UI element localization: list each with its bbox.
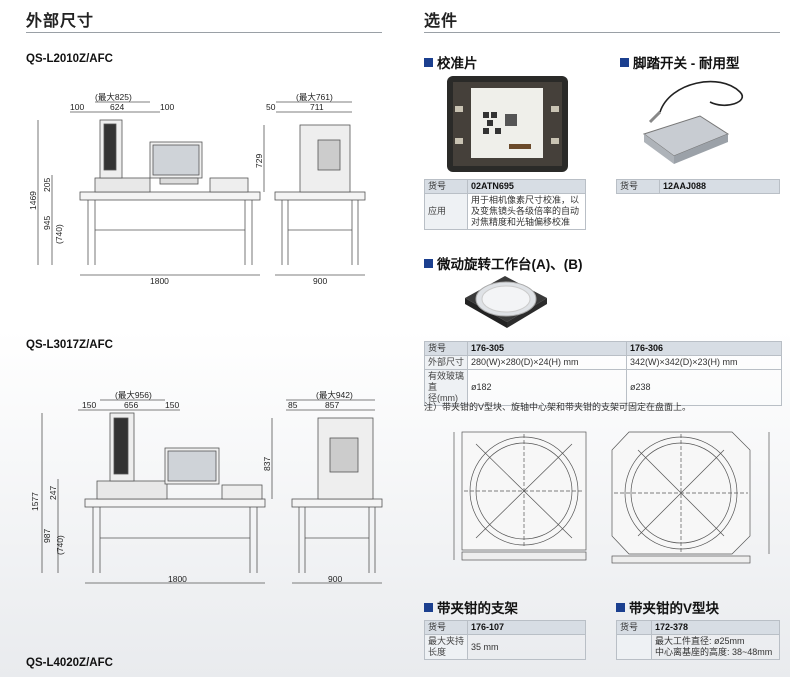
vblock-k1: 货号 (616, 620, 652, 635)
d2-h247: 247 (48, 486, 58, 500)
d2-b: 656 (124, 400, 138, 410)
d1-h945: 945 (42, 216, 52, 230)
calib-v2-line1: 用于相机像素尺寸校准，以 (471, 195, 580, 205)
d1-max-depth: (最大761) (296, 92, 333, 102)
vblock-title: 带夹钳的V型块 (616, 597, 719, 617)
model-label-1: QS-L2010Z/AFC (26, 53, 113, 65)
left-section-title: 外部尺寸 (26, 13, 95, 30)
rot-k3-line2: 径(mm) (428, 393, 458, 403)
stand-title: 带夹钳的支架 (424, 597, 518, 617)
d1-total-h: 1469 (28, 191, 38, 210)
calib-v1: 02ATN695 (467, 179, 586, 194)
d2-total-h: 1577 (30, 492, 40, 511)
rotary-note: 注）带夹钳的V型块、旋轴中心架和带夹钳的支架可固定在盘面上。 (424, 402, 692, 412)
model-label-3: QS-L4020Z/AFC (26, 657, 113, 669)
stand-v2: 35 mm (467, 634, 586, 660)
dimension-drawing-2: (最大956) 150 656 150 (最大942) 85 857 1800 … (30, 390, 383, 584)
rot-v2a: 280(W)×280(D)×24(H) mm (467, 355, 627, 370)
foot-k1: 货号 (616, 179, 660, 194)
d1-d: 50 (266, 102, 276, 112)
d1-table-width: 1800 (150, 276, 169, 286)
d2-max-depth: (最大942) (316, 390, 353, 400)
rotary-spec-table: 货号 176-305 176-306 外部尺寸 280(W)×280(D)×24… (424, 341, 782, 406)
rot-v1a: 176-305 (467, 341, 627, 356)
d1-h-top: 729 (254, 154, 264, 168)
right-title-rule (424, 32, 780, 33)
rotary-title: 微动旋转工作台(A)、(B) (424, 253, 582, 273)
rotary-drawings (453, 431, 770, 564)
d2-e: 857 (325, 400, 339, 410)
d1-b: 624 (110, 102, 124, 112)
foot-v1: 12AAJ088 (659, 179, 780, 194)
rotary-table-image (465, 276, 547, 328)
d2-max-width: (最大956) (115, 390, 152, 400)
calib-v2-line3: 对焦精度和光轴偏移校准 (471, 217, 571, 227)
foot-switch-image (642, 80, 743, 164)
rot-k1: 货号 (424, 341, 468, 356)
foot-switch-title: 脚踏开关 - 耐用型 (620, 52, 740, 72)
vblock-v1: 172-378 (651, 620, 780, 635)
right-section-title: 选件 (424, 13, 459, 30)
model-label-2: QS-L3017Z/AFC (26, 339, 113, 351)
calib-k2: 应用 (424, 193, 468, 230)
rot-v2b: 342(W)×342(D)×23(H) mm (626, 355, 782, 370)
rot-v3b: ø238 (626, 369, 782, 406)
d2-h987: 987 (42, 529, 52, 543)
dimension-drawing-1: (最大825) 100 624 100 (最大761) 50 711 1800 … (28, 92, 366, 286)
d2-table-width: 1800 (168, 574, 187, 584)
d2-h-top: 837 (262, 457, 272, 471)
stand-v1: 176-107 (467, 620, 586, 635)
d1-a: 100 (70, 102, 84, 112)
calib-v2-line2: 及变焦镜头各级倍率的自动 (471, 206, 580, 216)
d2-table-depth: 900 (328, 574, 342, 584)
d1-e: 711 (310, 102, 324, 112)
rot-v3a: ø182 (467, 369, 627, 406)
stand-k2-line2: 长度 (428, 647, 447, 657)
calib-title: 校准片 (424, 52, 478, 72)
d2-d: 85 (288, 400, 298, 410)
rot-k2: 外部尺寸 (424, 355, 468, 370)
calib-k1: 货号 (424, 179, 468, 194)
d1-table-depth: 900 (313, 276, 327, 286)
stand-k2-line1: 最大夹持 (428, 636, 465, 646)
left-title-rule (26, 32, 382, 33)
d1-c: 100 (160, 102, 174, 112)
d1-h740: (740) (54, 224, 64, 244)
d2-a: 150 (82, 400, 96, 410)
vblock-v2-line2: 中心离基座的高度: 38~48mm (655, 647, 773, 657)
rot-k3-line1: 有效玻璃直 (428, 371, 465, 392)
vblock-v2-line1: 最大工件直径: ø25mm (655, 636, 745, 646)
d2-h740: (740) (55, 535, 65, 555)
d1-max-width: (最大825) (95, 92, 132, 102)
d1-h205: 205 (42, 178, 52, 192)
stand-k1: 货号 (424, 620, 468, 635)
rot-v1b: 176-306 (626, 341, 782, 356)
calibration-chart-image (447, 76, 568, 172)
d2-c: 150 (165, 400, 179, 410)
